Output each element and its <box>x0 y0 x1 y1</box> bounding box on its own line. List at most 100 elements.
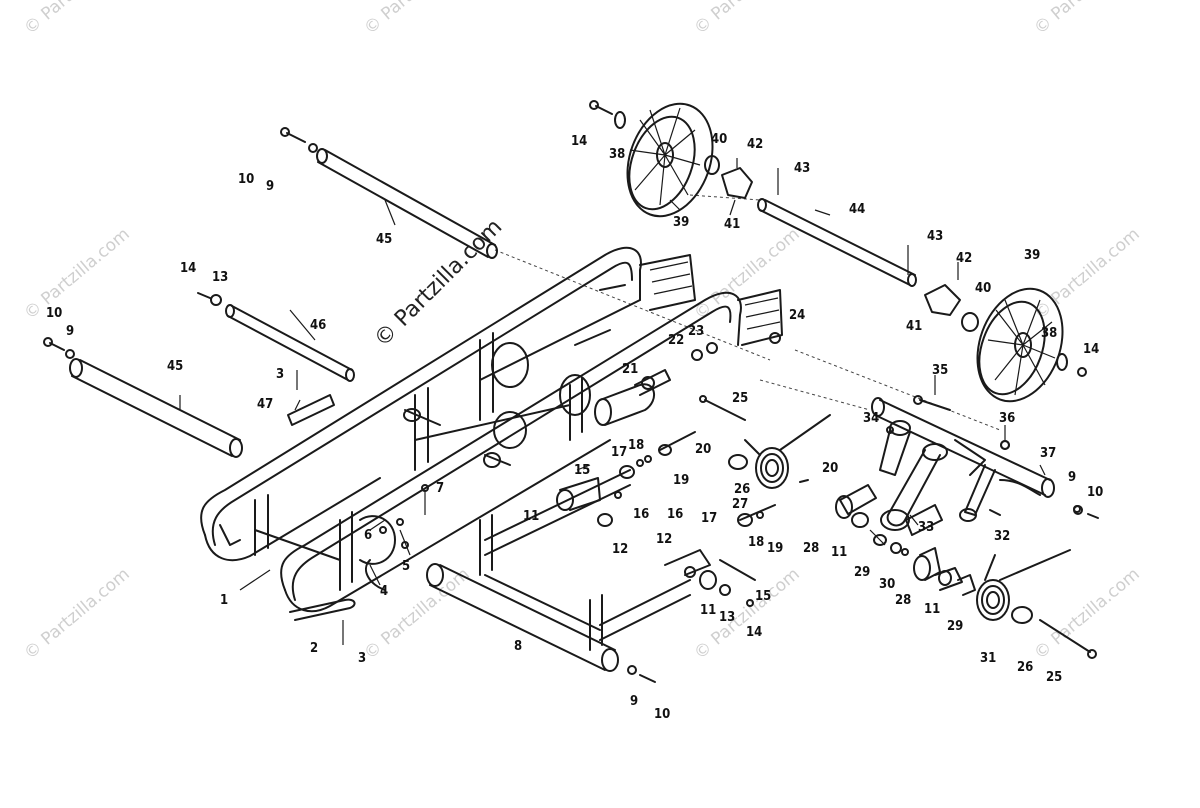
callout-label: 9 <box>266 179 274 194</box>
callout-label: 25 <box>1046 670 1062 685</box>
callout-label: 15 <box>574 463 590 478</box>
callout-label: 18 <box>628 438 644 453</box>
callout-label: 28 <box>803 541 819 556</box>
callout-label: 10 <box>654 707 670 722</box>
callout-label: 14 <box>1083 342 1099 357</box>
callout-label: 10 <box>1087 485 1103 500</box>
callout-label: 47 <box>257 397 273 412</box>
watermark-text: © Partzilla.com <box>360 0 473 39</box>
watermark-text: © Partzilla.com <box>690 0 803 39</box>
callout-label: 33 <box>918 520 934 535</box>
callout-label: 17 <box>701 511 717 526</box>
callout-label: 38 <box>1041 326 1057 341</box>
callout-label: 40 <box>711 132 727 147</box>
callout-label: 19 <box>767 541 783 556</box>
callout-label: 45 <box>167 359 183 374</box>
callout-label: 39 <box>1024 248 1040 263</box>
callout-label: 10 <box>238 172 254 187</box>
callout-label: 25 <box>732 391 748 406</box>
callout-label: 10 <box>46 306 62 321</box>
callout-label: 41 <box>906 319 922 334</box>
loose-rods <box>43 127 498 458</box>
callout-label: 16 <box>633 507 649 522</box>
watermark-text: © Partzilla.com <box>20 0 133 39</box>
callout-label: 27 <box>732 497 748 512</box>
callout-label: 16 <box>667 507 683 522</box>
callout-labels: 1 2 3 3 4 5 6 7 8 9 9 9 9 10 10 10 10 11… <box>46 132 1103 722</box>
callout-label: 15 <box>755 589 771 604</box>
callout-label: 11 <box>924 602 940 617</box>
callout-label: 29 <box>947 619 963 634</box>
callout-label: 39 <box>673 215 689 230</box>
callout-label: 20 <box>695 442 711 457</box>
callout-label: 11 <box>700 603 716 618</box>
callout-label: 40 <box>975 281 991 296</box>
callout-label: 2 <box>310 641 318 656</box>
watermark-text: © Partzilla.com <box>1030 224 1143 324</box>
callout-label: 3 <box>358 651 366 666</box>
slide-rail-frame <box>200 246 783 613</box>
callout-label: 38 <box>609 147 625 162</box>
callout-label: 29 <box>854 565 870 580</box>
callout-label: 37 <box>1040 446 1056 461</box>
callout-label: 43 <box>927 229 943 244</box>
callout-label: 11 <box>523 509 539 524</box>
callout-label: 3 <box>276 367 284 382</box>
callout-label: 42 <box>956 251 972 266</box>
callout-label: 22 <box>668 333 684 348</box>
callout-label: 8 <box>514 639 522 654</box>
watermark-layer: © Partzilla.com © Partzilla.com © Partzi… <box>20 0 1143 664</box>
callout-label: 14 <box>571 134 587 149</box>
callout-label: 35 <box>932 363 948 378</box>
callout-label: 13 <box>719 610 735 625</box>
callout-label: 21 <box>622 362 638 377</box>
lower-axle-assembly <box>426 469 691 672</box>
callout-label: 42 <box>747 137 763 152</box>
callout-label: 9 <box>66 324 74 339</box>
callout-label: 7 <box>436 481 444 496</box>
callout-label: 31 <box>980 651 996 666</box>
callout-label: 6 <box>364 528 372 543</box>
callout-label: 34 <box>863 411 879 426</box>
callout-label: 14 <box>180 261 196 276</box>
callout-label: 44 <box>849 202 865 217</box>
callout-label: 11 <box>831 545 847 560</box>
callout-label: 43 <box>794 161 810 176</box>
upper-idler-wheel <box>589 100 779 218</box>
callout-label: 45 <box>376 232 392 247</box>
callout-leaders <box>179 199 1046 591</box>
watermark-text: © Partzilla.com <box>690 224 803 324</box>
rear-arm-assembly <box>871 395 1099 531</box>
springs-hardware <box>289 332 1097 683</box>
callout-label: 18 <box>748 535 764 550</box>
callout-label: 36 <box>999 411 1015 426</box>
callout-label: 41 <box>724 217 740 232</box>
callout-label: 28 <box>895 593 911 608</box>
callout-label: 32 <box>994 529 1010 544</box>
assembly-guides <box>494 194 1001 431</box>
callout-label: 12 <box>656 532 672 547</box>
callout-label: 23 <box>688 324 704 339</box>
callout-label: 26 <box>1017 660 1033 675</box>
callout-label: 12 <box>612 542 628 557</box>
watermark-text: © Partzilla.com <box>20 564 133 664</box>
upper-idler-shaft <box>757 198 917 287</box>
callout-label: 14 <box>746 625 762 640</box>
callout-label: 13 <box>212 270 228 285</box>
callout-label: 20 <box>822 461 838 476</box>
watermark-text: © Partzilla.com <box>20 224 133 324</box>
callout-label: 26 <box>734 482 750 497</box>
watermark-text: © Partzilla.com <box>1030 564 1143 664</box>
callout-label: 19 <box>673 473 689 488</box>
callout-label: 24 <box>789 308 805 323</box>
callout-label: 9 <box>1068 470 1076 485</box>
callout-label: 4 <box>380 584 388 599</box>
watermark-text: © Partzilla.com <box>1030 0 1143 39</box>
lower-idler-wheel <box>924 262 1087 403</box>
callout-label: 30 <box>879 577 895 592</box>
center-arm-parts <box>835 484 976 596</box>
callout-label: 5 <box>402 559 410 574</box>
callout-label: 1 <box>220 593 228 608</box>
callout-label: 9 <box>630 694 638 709</box>
